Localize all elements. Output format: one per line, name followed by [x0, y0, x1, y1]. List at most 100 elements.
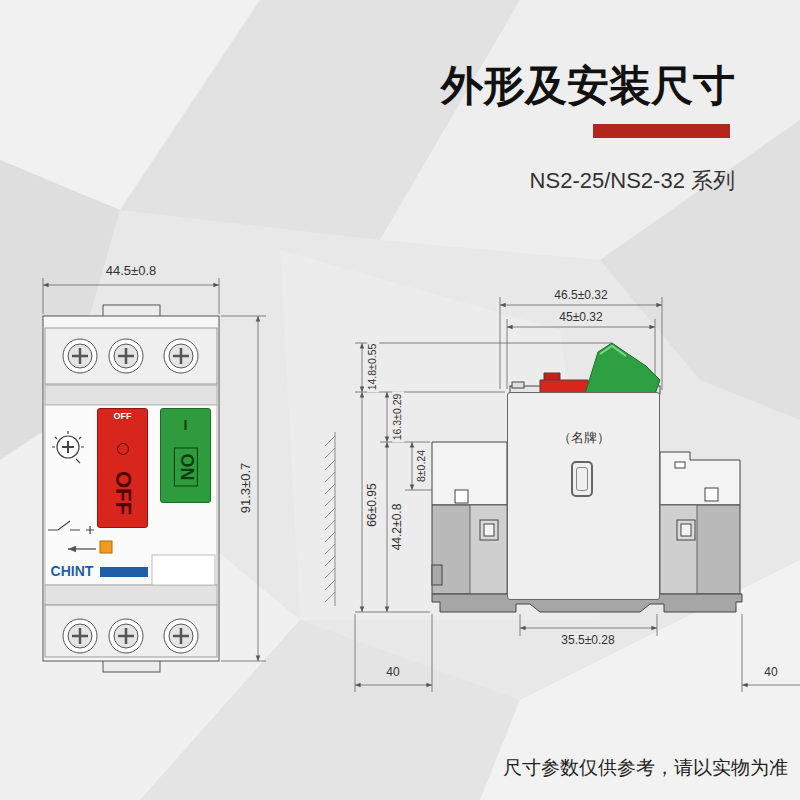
subtitle: NS2-25/NS2-32 系列 — [530, 169, 735, 193]
dimension-line — [387, 442, 388, 612]
dimension-line — [355, 614, 356, 692]
node-text: ON — [174, 448, 198, 487]
adjust-dial — [62, 441, 74, 453]
side-view — [677, 520, 695, 540]
terminal-screw — [164, 619, 198, 653]
dimension-line — [355, 343, 612, 344]
adjust-dial — [52, 431, 84, 463]
side-view — [660, 505, 697, 594]
node-text: （名牌） — [558, 431, 610, 445]
dimension-line — [507, 319, 508, 389]
button-detail — [576, 467, 588, 491]
dimension: 44.5±0.8 — [106, 264, 157, 278]
mounting-surface — [325, 432, 335, 606]
on-button: I ON — [160, 408, 211, 503]
dimension-line — [412, 442, 413, 490]
dimension-line — [43, 278, 266, 661]
node-text: I — [184, 418, 188, 433]
dimension-line — [662, 297, 663, 390]
terminal-screw — [109, 339, 143, 373]
dimension: 45±0.32 — [559, 311, 602, 324]
contact-symbol — [48, 521, 96, 549]
dimension: 14.8±0.55 — [367, 342, 379, 393]
dimension: 8±0.24 — [416, 448, 428, 484]
node-text: OFF — [110, 471, 134, 515]
dimension-line — [362, 392, 363, 612]
front-view — [103, 660, 160, 672]
dimension-line — [43, 278, 44, 314]
side-view — [675, 462, 685, 468]
terminal-screw — [63, 339, 97, 373]
dimension-line — [355, 612, 430, 613]
dimension-line — [221, 661, 266, 662]
dimension: 46.5±0.32 — [554, 289, 607, 302]
dimension-line — [657, 614, 658, 636]
side-view — [600, 346, 626, 356]
terminal-screw — [68, 344, 92, 368]
dimension-line — [219, 278, 220, 314]
side-view — [480, 520, 498, 540]
dimension: 40 — [386, 666, 399, 679]
blank-plate — [152, 555, 215, 585]
side-view — [681, 524, 691, 536]
terminal-screw — [72, 348, 88, 364]
front-view — [45, 385, 217, 405]
terminal-screw — [114, 624, 138, 648]
contact-symbol — [48, 521, 80, 530]
dimension-line — [500, 305, 662, 306]
adjust-dial — [57, 436, 79, 458]
dimension-line — [655, 319, 656, 378]
contact-symbol — [86, 526, 94, 534]
dimension-line — [742, 614, 743, 692]
dimension-line — [221, 316, 266, 317]
adjust-dial — [52, 431, 84, 463]
side-view — [432, 565, 442, 585]
mounting-surface — [325, 436, 335, 602]
dimension-line — [258, 316, 259, 661]
dimension: 66±0.95 — [366, 481, 379, 528]
terminal-screw — [118, 348, 134, 364]
terminal-screw — [169, 344, 193, 368]
dimension-line — [520, 614, 521, 636]
dimension: 44.2±0.8 — [391, 502, 404, 553]
trip-indicator — [100, 541, 112, 553]
front-view — [45, 605, 217, 657]
nameplate: （名牌） — [507, 392, 660, 600]
dimension-line — [742, 685, 800, 686]
front-view — [103, 305, 160, 317]
dimension-line — [380, 442, 430, 443]
node-text: OFF — [114, 412, 132, 422]
side-view — [660, 452, 740, 505]
dimension-line — [43, 285, 219, 286]
terminal-screw — [63, 619, 97, 653]
side-view — [705, 488, 718, 501]
button-detail — [117, 443, 129, 455]
side-view — [585, 343, 660, 394]
terminal-screw — [173, 628, 189, 644]
front-view — [45, 328, 217, 384]
side-view — [432, 505, 507, 594]
dimension-line — [355, 685, 432, 686]
contact-symbol — [68, 548, 96, 549]
dimension: 16.3±0.29 — [392, 392, 404, 443]
terminal-screw — [72, 628, 88, 644]
terminal-screw — [68, 624, 92, 648]
side-view — [455, 490, 468, 503]
terminal-screw — [164, 339, 198, 373]
side-view — [470, 505, 507, 594]
terminal-screw — [118, 628, 134, 644]
side-view — [432, 343, 742, 612]
off-button: OFF OFF — [97, 408, 148, 528]
terminal-screw — [173, 348, 189, 364]
dimension: 91.3±0.7 — [239, 463, 253, 514]
dimension-line — [355, 297, 800, 692]
dimension-line — [432, 614, 433, 692]
brand-logo: CHINT — [51, 564, 94, 579]
side-view — [432, 442, 507, 505]
dimension-line — [362, 343, 363, 392]
front-view — [43, 316, 219, 661]
page-title: 外形及安装尺寸 — [441, 63, 735, 109]
